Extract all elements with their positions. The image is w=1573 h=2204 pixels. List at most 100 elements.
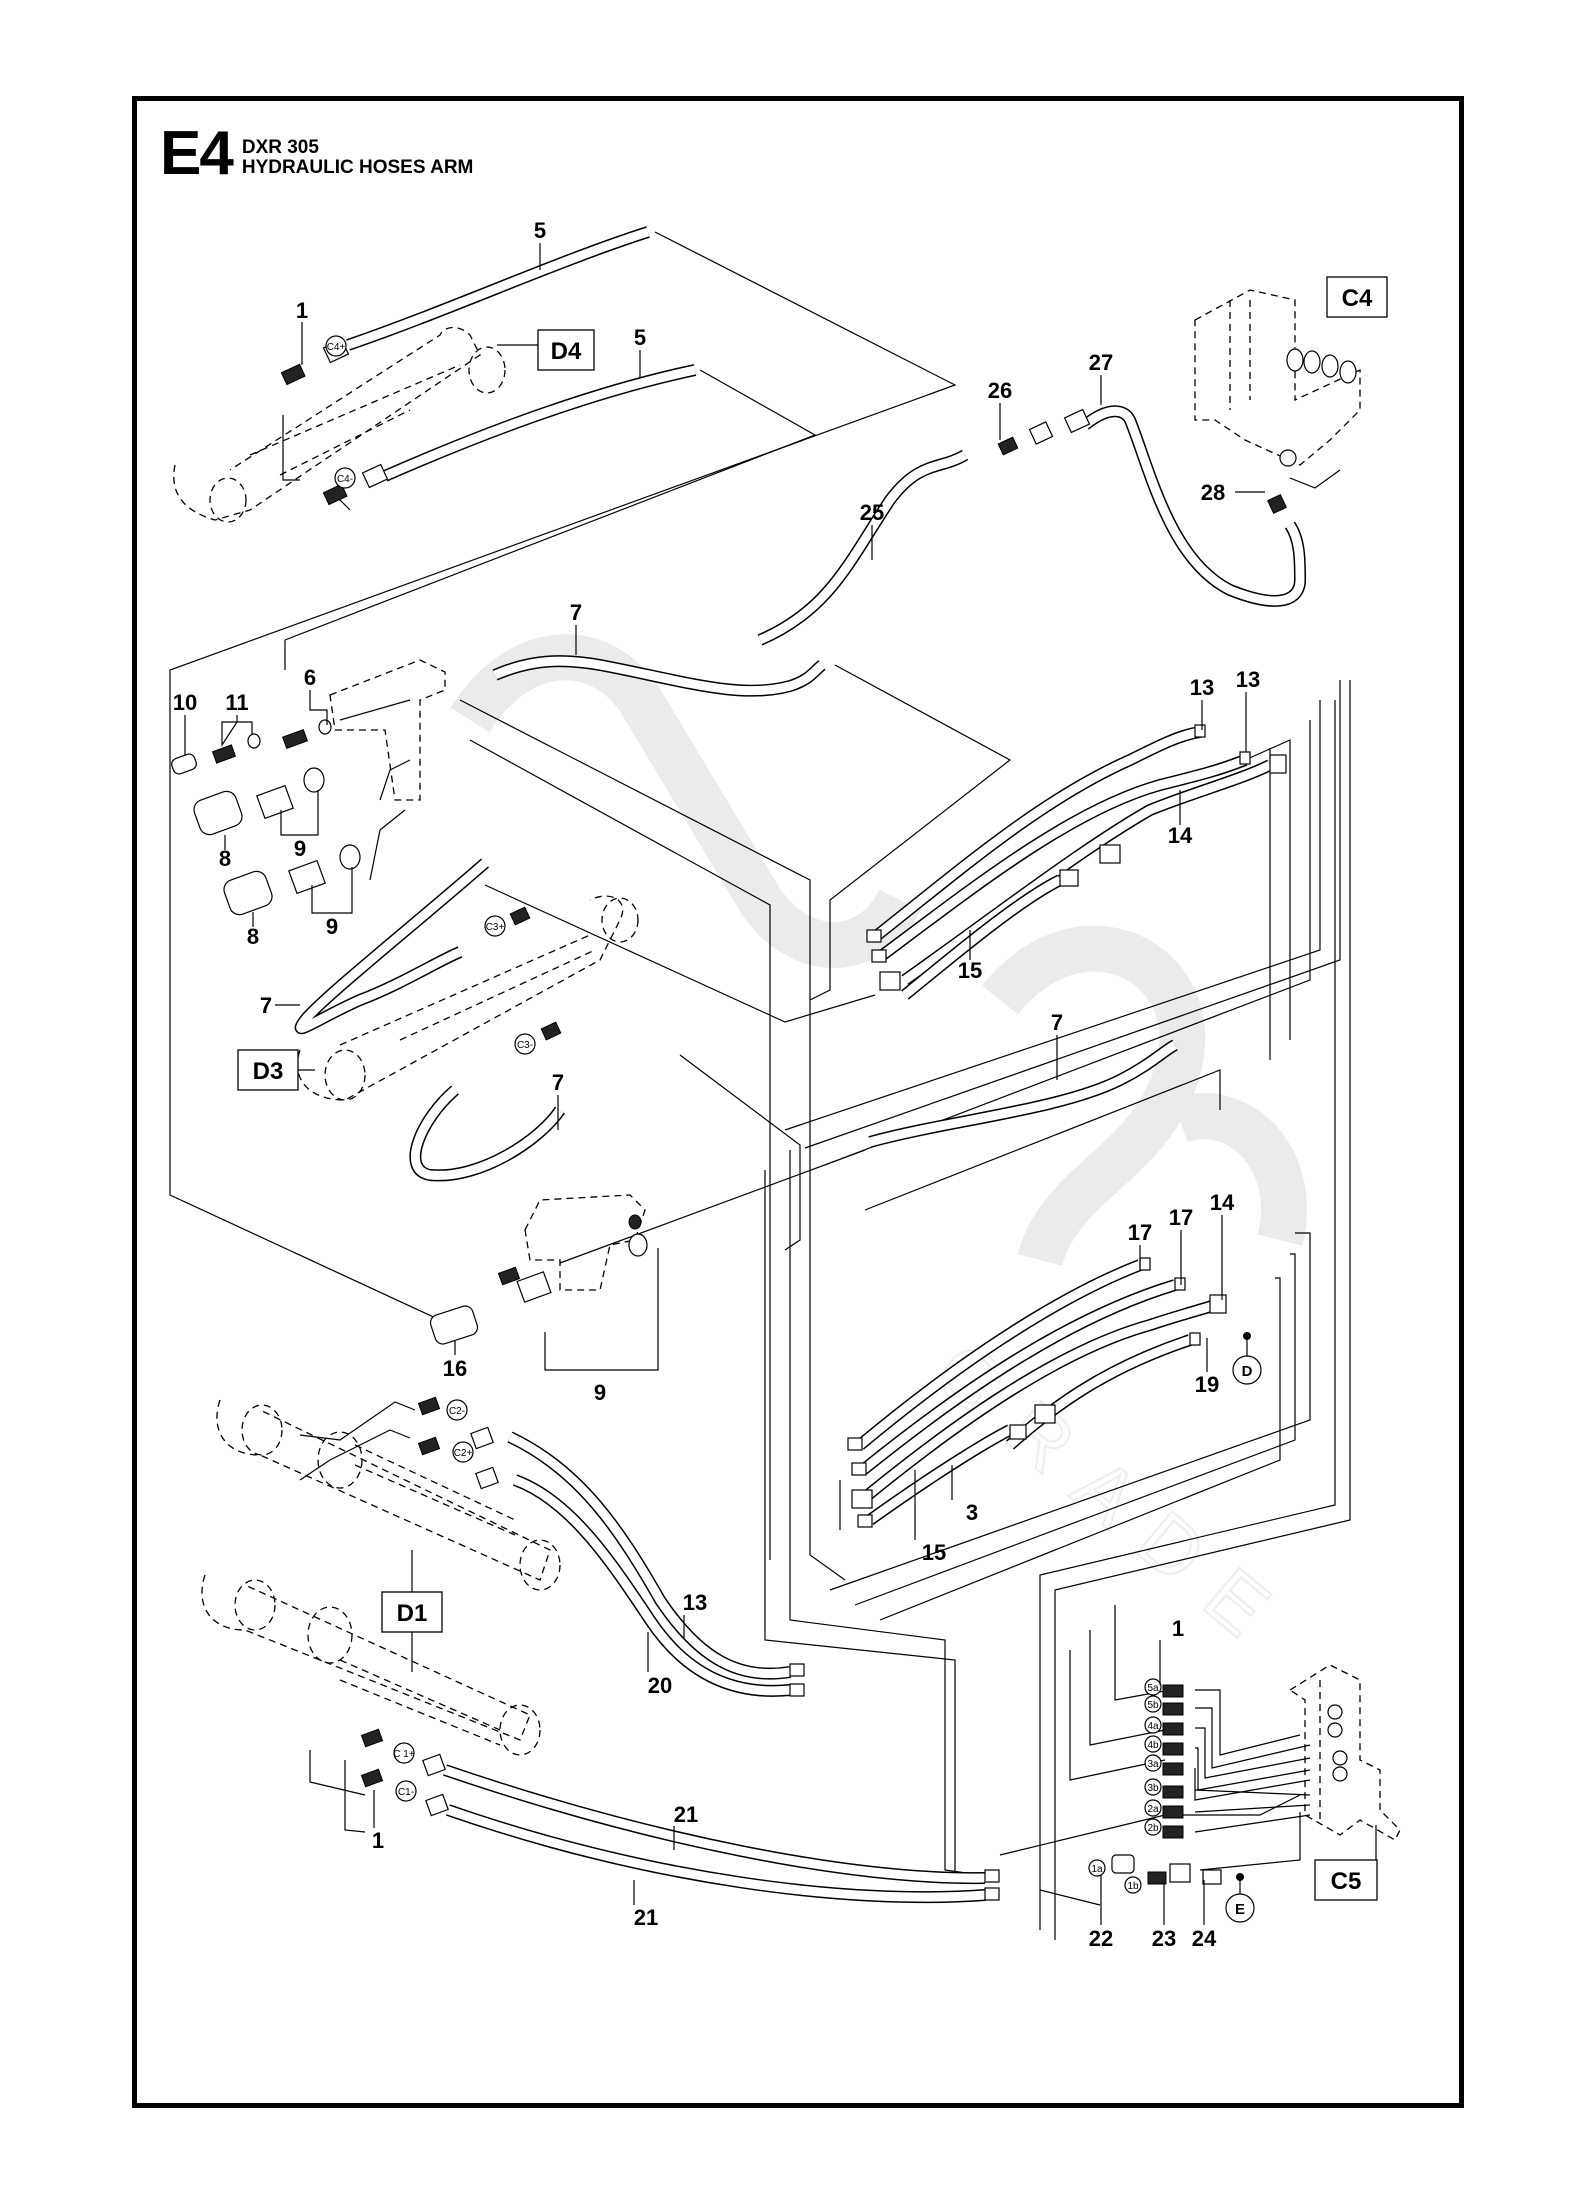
- port-tag-c4-minus: [334, 467, 356, 489]
- callout-5-lower: 5: [634, 325, 646, 350]
- port-tag-c3-minus-text: C3-: [517, 1040, 533, 1051]
- port-tag-c3-plus-text: C3+: [486, 922, 505, 933]
- part-23-b: [1169, 1863, 1191, 1883]
- callout-22: 22: [1089, 1926, 1113, 1951]
- callout-20: 20: [648, 1673, 672, 1698]
- callout-leaders: [184, 243, 1265, 1925]
- fitting-port-4b: [1162, 1742, 1184, 1756]
- callout-7-top: 7: [570, 600, 582, 625]
- fitting-28: [1267, 494, 1287, 514]
- component-box-c5: [1314, 1859, 1378, 1901]
- part-16: [429, 1305, 479, 1345]
- callout-6: 6: [304, 665, 316, 690]
- port-tag-c2-minus-text: C2-: [449, 1406, 465, 1417]
- title-block: DXR 305 HYDRAULIC HOSES ARM: [242, 138, 474, 178]
- port-tag-c3-minus: [514, 1033, 536, 1055]
- callout-13-c: 13: [683, 1590, 707, 1615]
- part-9-lower-bracket-fitting: [516, 1271, 552, 1303]
- callout-19: 19: [1195, 1372, 1219, 1397]
- callout-8-lower: 8: [247, 924, 259, 949]
- section-code: E4: [160, 119, 234, 188]
- bracket-lower: [524, 1194, 646, 1291]
- fitting-port-3a: [1162, 1762, 1184, 1776]
- component-label-d1: D1: [397, 1600, 428, 1627]
- port-tag-c2-plus: [452, 1441, 474, 1463]
- callout-25: 25: [860, 500, 884, 525]
- part-11-washer: [247, 733, 261, 749]
- component-box-d1: [381, 1591, 443, 1633]
- callout-9-lower: 9: [326, 914, 338, 939]
- port-tags: C4+ C4- C3+ C3- C2- C2+ C 1+ C1- 5a 5b 4…: [325, 335, 1162, 1894]
- hose-27: [1081, 405, 1307, 607]
- port-tag-1a-text: 1a: [1091, 1864, 1103, 1875]
- fitting-port-3b: [1162, 1785, 1184, 1799]
- callout-15-lower: 15: [922, 1540, 946, 1565]
- bracket-upper: [329, 659, 446, 801]
- part-24: [1202, 1869, 1222, 1885]
- fitting-port-5b: [1162, 1702, 1184, 1716]
- part-11-fitting: [211, 744, 237, 764]
- callout-23: 23: [1152, 1926, 1176, 1951]
- port-tag-c1-plus-text: C 1+: [393, 1749, 415, 1760]
- cylinder-d1-lower: [201, 1574, 541, 1756]
- part-9-lower-washer: [339, 844, 361, 870]
- fitting-port-4a: [1162, 1722, 1184, 1736]
- page-frame: [132, 96, 1464, 2108]
- part-10: [171, 753, 197, 775]
- marker-e-text: E: [1235, 1901, 1245, 1918]
- fitting-1-c4minus: [322, 483, 348, 506]
- port-tag-c4-plus-text: C4+: [327, 342, 346, 353]
- part-6-fitting: [281, 728, 309, 750]
- port-tag-2b-text: 2b: [1147, 1823, 1159, 1834]
- callout-10: 10: [173, 690, 197, 715]
- page-header: E4 DXR 305 HYDRAULIC HOSES ARM: [160, 119, 474, 188]
- callout-8-upper: 8: [219, 846, 231, 871]
- component-label-d4: D4: [551, 338, 582, 365]
- marker-e: [1225, 1893, 1255, 1923]
- port-tag-3a-text: 3a: [1147, 1759, 1159, 1770]
- hose-21-upper: [443, 1764, 986, 1885]
- fitting-1-top: [280, 363, 306, 386]
- part-23-a: [1147, 1871, 1167, 1885]
- port-tag-5b: [1144, 1695, 1162, 1713]
- port-tag-1a: [1088, 1859, 1106, 1877]
- callout-7-lower: 7: [552, 1070, 564, 1095]
- port-tag-1b: [1124, 1876, 1142, 1894]
- port-tag-4a-text: 4a: [1147, 1721, 1159, 1732]
- part-9-lower-fitting: [288, 859, 326, 895]
- component-box-d3: [237, 1049, 299, 1091]
- part-6-washer: [318, 719, 332, 735]
- component-labels: D4 C4 D3 D1 C5: [237, 276, 1388, 1901]
- callout-14-upper: 14: [1168, 823, 1193, 848]
- port-tag-c1-minus: [395, 1780, 417, 1802]
- part-9-upper-fitting: [256, 784, 294, 820]
- marker-d-text: D: [1242, 1363, 1253, 1380]
- callout-9-bracket: 9: [594, 1380, 606, 1405]
- port-tag-5a: [1144, 1678, 1162, 1696]
- callout-7-right: 7: [1051, 1010, 1063, 1035]
- component-label-c5: C5: [1331, 1868, 1362, 1895]
- callout-1-bottom: 1: [372, 1828, 384, 1853]
- port-tag-c4-plus: [325, 335, 347, 357]
- fitting-port-5a: [1162, 1684, 1184, 1698]
- port-tag-c4-minus-text: C4-: [337, 474, 353, 485]
- cylinder-d1-upper: [216, 1399, 561, 1591]
- callout-13-b: 13: [1236, 667, 1260, 692]
- hose-21-lower: [446, 1804, 986, 1904]
- control-valve-c4: [1194, 289, 1361, 467]
- callout-13-a: 13: [1190, 675, 1214, 700]
- model-name: DXR 305: [241, 137, 319, 158]
- part-8-lower: [223, 870, 273, 916]
- callout-16: 16: [443, 1356, 467, 1381]
- part-8-upper: [193, 790, 243, 836]
- callouts: 5 1 5 7 25 26 27 28 6 11 10 8 9 8 9 7 7 …: [173, 218, 1260, 1951]
- cylinder-d3: [296, 895, 639, 1101]
- callout-17-b: 17: [1169, 1205, 1193, 1230]
- port-tag-c2-minus: [446, 1399, 468, 1421]
- part-22: [1111, 1854, 1135, 1874]
- callout-5-upper: 5: [534, 218, 546, 243]
- callout-24: 24: [1192, 1926, 1217, 1951]
- callout-17-a: 17: [1128, 1220, 1152, 1245]
- component-box-c4: [1326, 276, 1388, 318]
